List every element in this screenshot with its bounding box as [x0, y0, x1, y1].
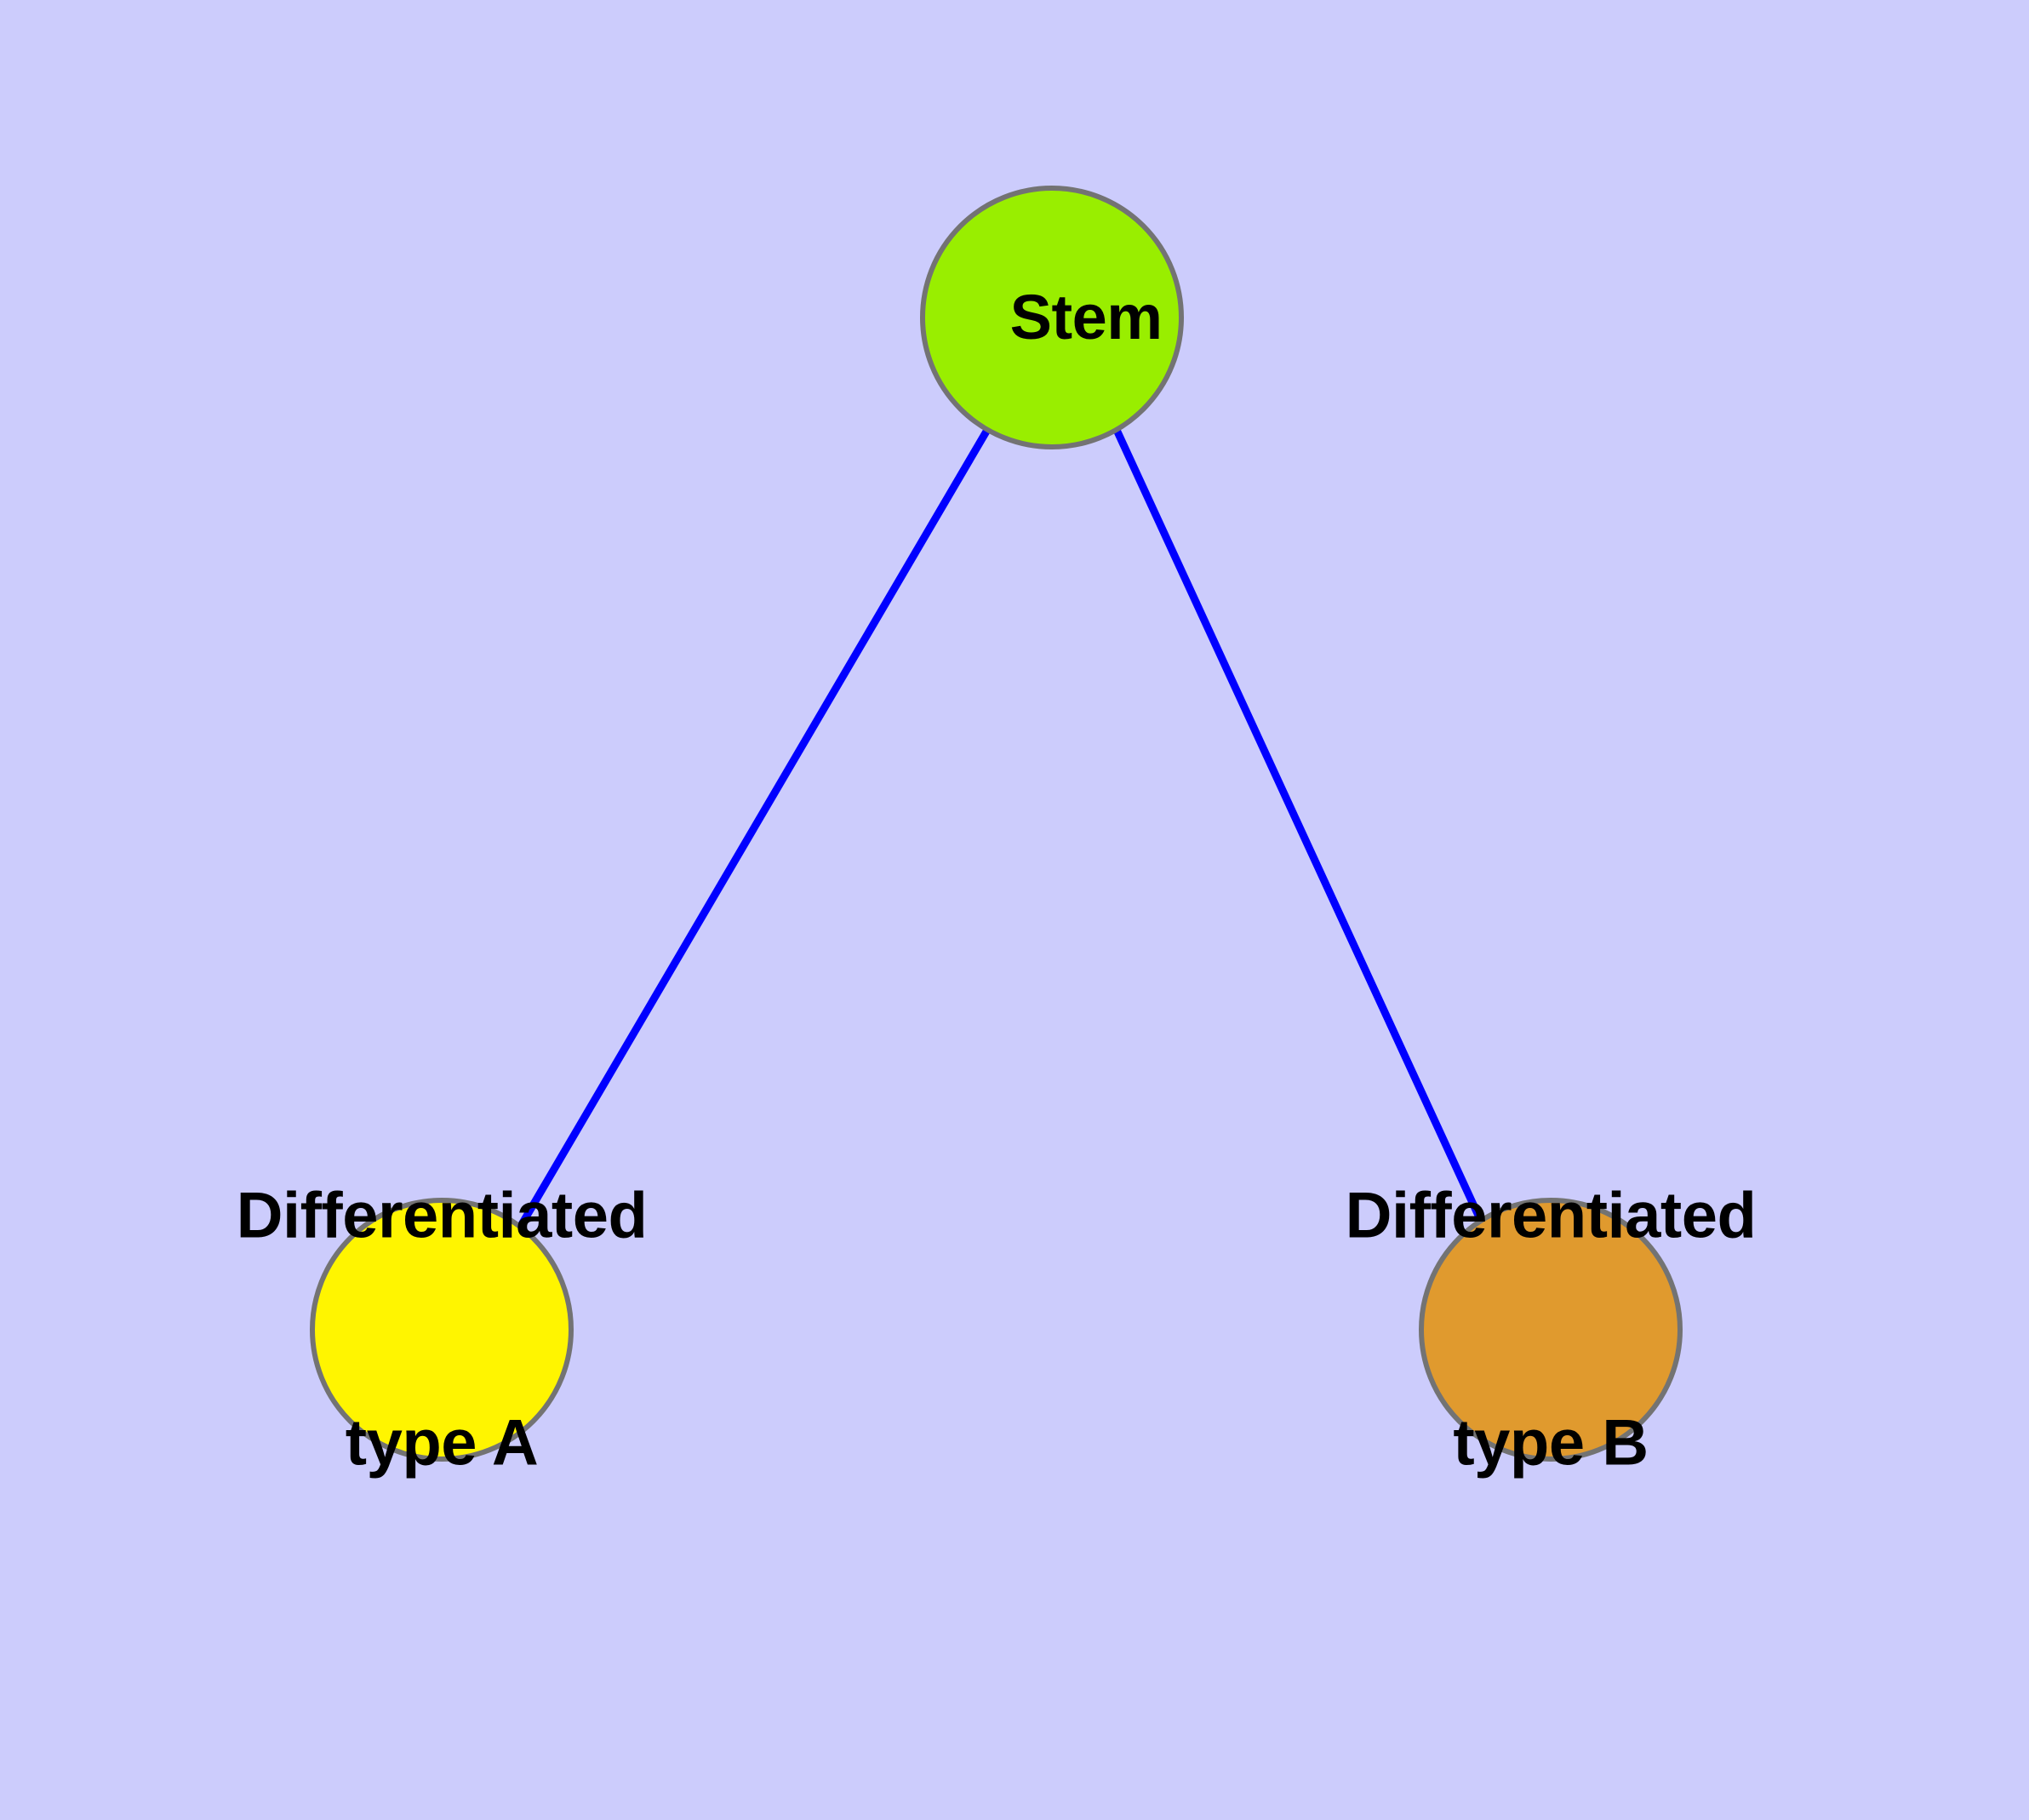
- node-group: [310, 186, 1683, 1462]
- node-differentiated-type-a[interactable]: [310, 1198, 574, 1462]
- edge-stem-to-differentiated-type-b[interactable]: [1112, 428, 1483, 1219]
- edge-stem-to-differentiated-type-a[interactable]: [517, 427, 991, 1228]
- node-stem[interactable]: [920, 186, 1184, 449]
- node-differentiated-type-b[interactable]: [1419, 1198, 1683, 1462]
- edge-group: [517, 427, 1483, 1228]
